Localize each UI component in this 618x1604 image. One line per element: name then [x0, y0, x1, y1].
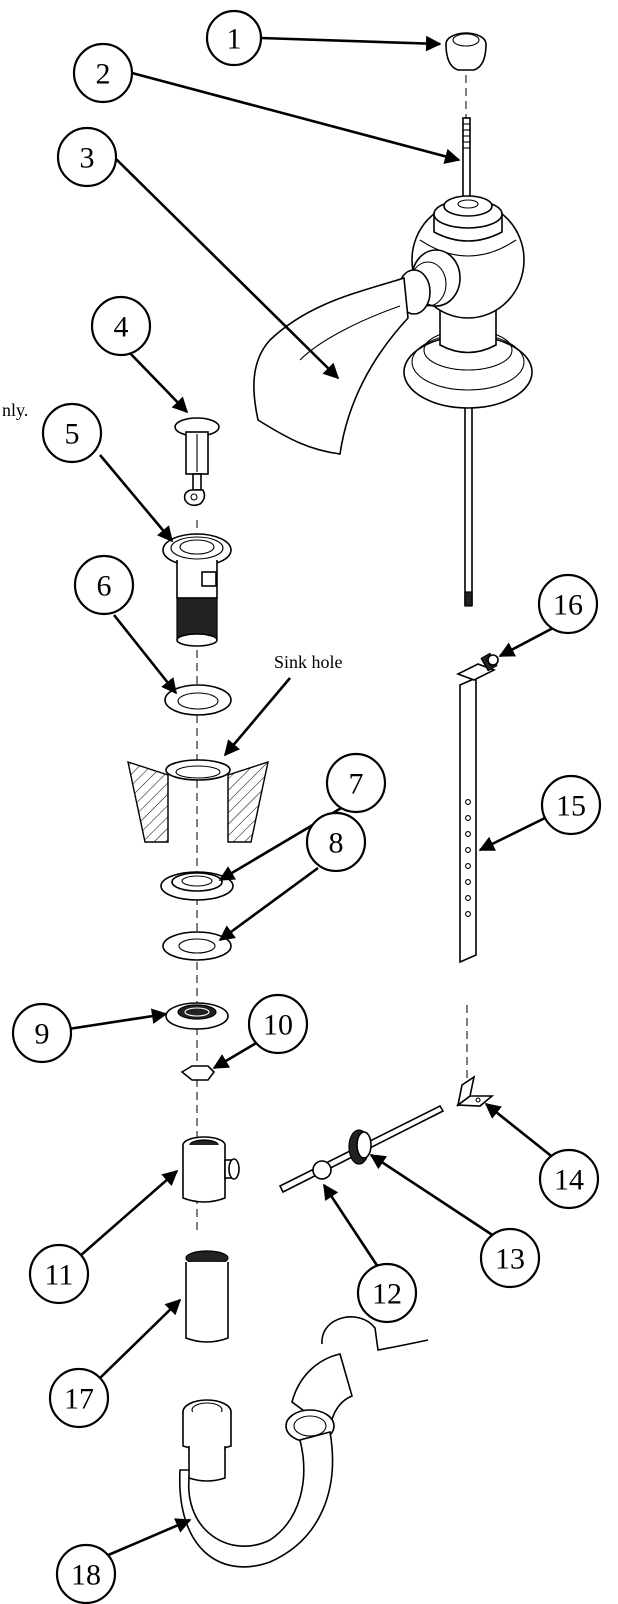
callout-6-number: 6: [97, 570, 112, 603]
callout-10: 10: [247, 993, 309, 1055]
leader-4: [126, 349, 189, 414]
callout-17-number: 17: [64, 1383, 94, 1416]
leader-2: [131, 71, 461, 164]
part-mounting-gasket: [160, 871, 234, 901]
leader-sink-hole: [223, 677, 291, 757]
leader-6: [112, 614, 178, 695]
leader-lines: [61, 35, 556, 1558]
callout-12-number: 12: [372, 1278, 402, 1311]
part-faucet-body: [253, 195, 533, 607]
callout-3: 3: [56, 126, 118, 188]
leader-18: [105, 1518, 192, 1558]
callout-1: 1: [205, 9, 263, 67]
part-clevis-strap: [459, 676, 477, 964]
callout-8: 8: [305, 811, 367, 873]
sink-hole-section: [127, 759, 269, 843]
leader-15: [478, 816, 546, 852]
part-knob-cap: [445, 32, 487, 71]
leader-8: [218, 866, 319, 942]
callout-18: 18: [55, 1543, 117, 1604]
part-pivot-nut: [348, 1129, 372, 1165]
part-clevis-screw: [456, 652, 499, 681]
callout-2: 2: [72, 42, 134, 104]
callout-7: 7: [325, 752, 387, 814]
note-fragment: nly.: [2, 400, 28, 420]
callout-13-number: 13: [495, 1243, 525, 1276]
leader-11: [79, 1169, 179, 1257]
callout-9-number: 9: [35, 1018, 50, 1051]
callout-12: 12: [356, 1262, 418, 1324]
callout-1-number: 1: [227, 23, 242, 56]
callout-18-number: 18: [71, 1559, 101, 1592]
callout-14: 14: [538, 1148, 600, 1210]
leader-17: [99, 1298, 182, 1379]
callout-9: 9: [11, 1002, 73, 1064]
callout-16: 16: [537, 573, 599, 635]
callout-13: 13: [479, 1227, 541, 1289]
callout-16-number: 16: [553, 589, 583, 622]
part-drain-flange: [162, 533, 232, 647]
callout-11-number: 11: [45, 1259, 74, 1292]
part-pivot-gasket: [180, 1065, 216, 1081]
callout-15: 15: [540, 774, 602, 836]
callout-8-number: 8: [329, 827, 344, 860]
leader-13: [369, 1153, 501, 1242]
part-extension-tube: [185, 1250, 229, 1343]
sink-hole-label: Sink hole: [274, 652, 343, 672]
leader-14: [484, 1102, 556, 1161]
part-tailpiece-tee: [182, 1136, 240, 1203]
callout-7-number: 7: [349, 768, 364, 801]
callout-14-number: 14: [554, 1164, 584, 1197]
part-spring-clip: [455, 1075, 495, 1107]
callout-4-number: 4: [114, 311, 129, 344]
callout-17: 17: [48, 1367, 110, 1429]
leader-3: [113, 156, 340, 380]
callout-15-number: 15: [556, 790, 586, 823]
callout-6: 6: [73, 554, 135, 616]
callout-4: 4: [90, 295, 152, 357]
part-p-trap: [179, 1316, 429, 1568]
leader-1: [260, 35, 442, 52]
callout-2-number: 2: [96, 58, 111, 91]
leader-9: [61, 1008, 168, 1032]
callout-5-number: 5: [65, 418, 80, 451]
leader-12: [322, 1183, 382, 1271]
leader-10: [212, 1040, 259, 1070]
part-friction-washer: [162, 931, 232, 961]
leader-5: [99, 454, 174, 543]
part-popup-stopper: [174, 417, 220, 507]
leader-16: [498, 626, 554, 658]
callout-11: 11: [28, 1243, 90, 1305]
callout-3-number: 3: [80, 142, 95, 175]
callout-5: 5: [41, 402, 103, 464]
part-locknut: [165, 1002, 229, 1030]
part-flange-gasket: [164, 684, 232, 716]
callout-10-number: 10: [263, 1009, 293, 1042]
